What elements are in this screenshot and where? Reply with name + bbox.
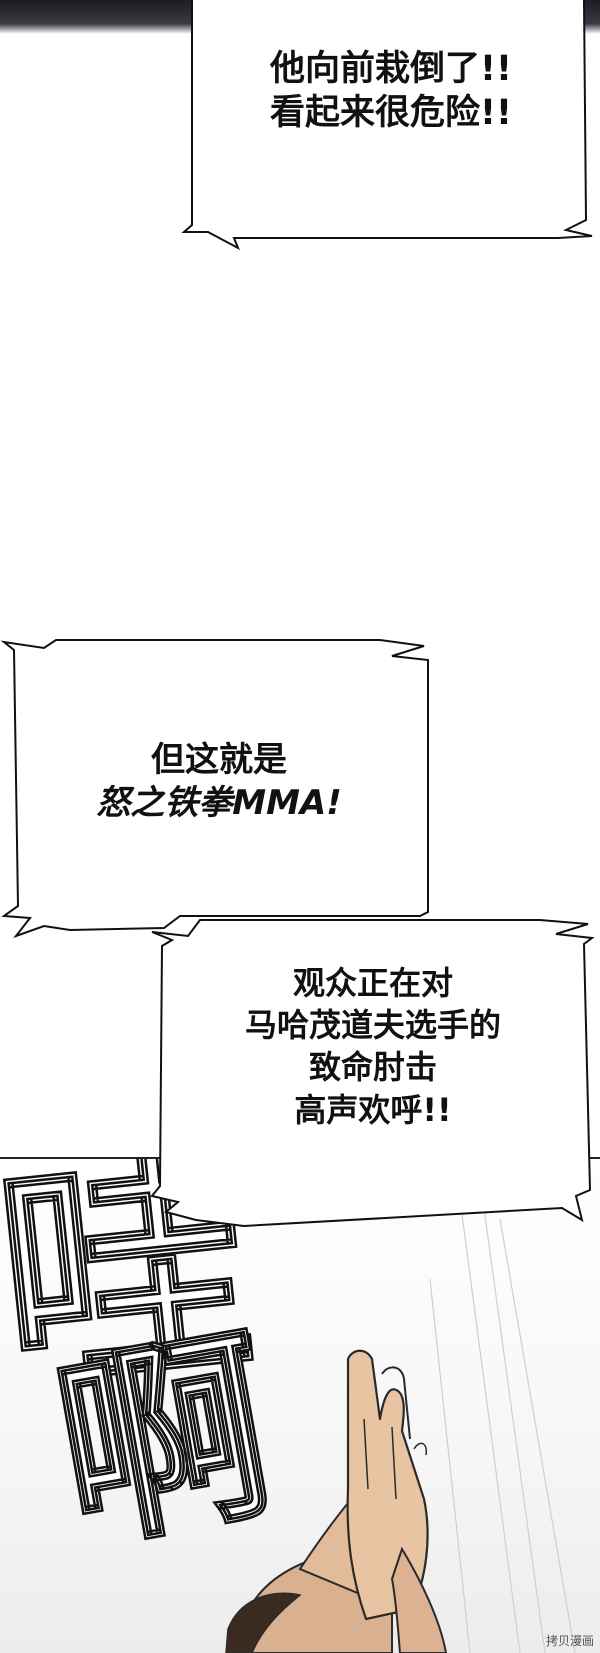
- speech-bubble-3: 观众正在对 马哈茂道夫选手的 致命肘击 高声欢呼!!: [150, 916, 595, 1230]
- watermark: 拷贝漫画: [545, 1634, 594, 1648]
- speech-bubble-1: 他向前栽倒了!! 看起来很危险!!: [181, 0, 596, 255]
- bubble-1-line-1: 他向前栽倒了!!: [270, 49, 512, 89]
- sfx-a: 啊: [39, 1301, 291, 1581]
- bubble-2-line-1: 但这就是: [151, 740, 287, 780]
- action-illustration: [225, 1178, 576, 1653]
- bubble-3-line-4: 高声欢呼!!: [294, 1090, 452, 1129]
- action-panel: 哇 啊 拷贝漫画: [0, 1159, 600, 1653]
- bubble-3-line-2: 马哈茂道夫选手的: [244, 1006, 501, 1045]
- bubble-1-line-2: 看起来很危险!!: [270, 92, 512, 133]
- speech-bubble-2: 但这就是 怒之铁拳MMA!: [0, 636, 434, 941]
- bubble-3-line-1: 观众正在对: [292, 964, 453, 1002]
- bubble-3-line-3: 致命肘击: [308, 1048, 437, 1087]
- bubble-2-line-2: 怒之铁拳MMA!: [96, 782, 342, 823]
